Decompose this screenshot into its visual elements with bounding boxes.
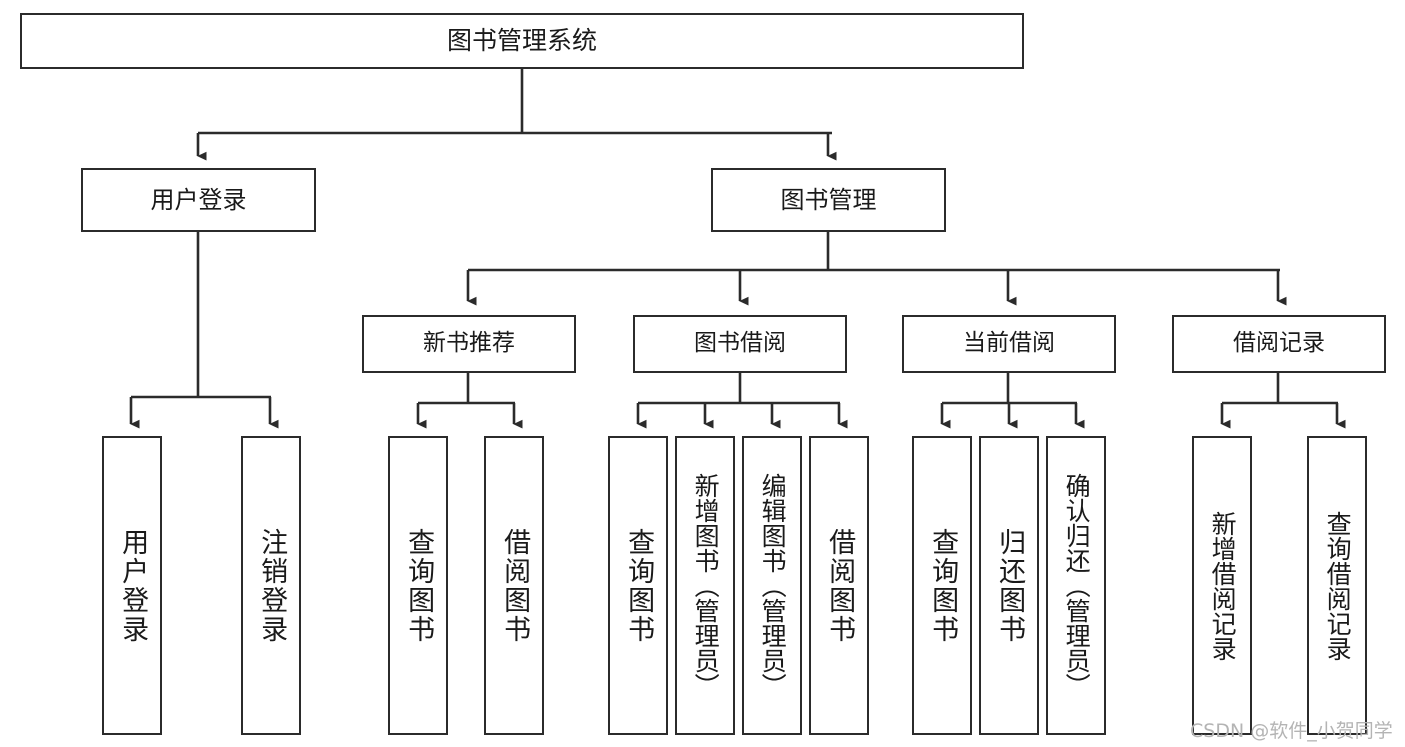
csdn-watermark: CSDN @软件_小贺同学 [1190, 720, 1393, 742]
node-label: 查询图书 [927, 527, 959, 644]
node-leaf-borrow-book[interactable]: 借阅图书 [809, 436, 869, 735]
edges-root-to-level2 [196, 69, 837, 161]
edges-newbook-to-leaves [416, 373, 523, 429]
node-leaf-add-borrow-record[interactable]: 新增借阅记录 [1192, 436, 1252, 735]
node-leaf-query-borrow-record[interactable]: 查询借阅记录 [1307, 436, 1367, 735]
node-label: 借阅图书 [499, 527, 531, 644]
node-borrow-record[interactable]: 借阅记录 [1172, 315, 1386, 373]
edges-borrowrecord-to-leaves [1220, 373, 1346, 429]
node-leaf-borrow-book-recommend[interactable]: 借阅图书 [484, 436, 544, 735]
edges-bookborrow-to-leaves [636, 373, 848, 429]
node-root-book-management-system[interactable]: 图书管理系统 [20, 13, 1024, 69]
node-book-management[interactable]: 图书管理 [711, 168, 946, 232]
node-leaf-query-book-recommend[interactable]: 查询图书 [388, 436, 448, 735]
node-leaf-query-book-current[interactable]: 查询图书 [912, 436, 972, 735]
node-leaf-add-book-admin[interactable]: 新增图书（管理员） [675, 436, 735, 735]
node-label: 用户登录 [117, 527, 149, 644]
node-label: 图书借阅 [694, 330, 786, 357]
node-label: 当前借阅 [963, 330, 1055, 357]
edges-bookmanage-to-level3 [466, 232, 1287, 306]
node-leaf-confirm-return-admin[interactable]: 确认归还（管理员） [1046, 436, 1106, 735]
node-label: 图书管理系统 [446, 26, 597, 56]
node-leaf-query-book-borrow[interactable]: 查询图书 [608, 436, 668, 735]
node-book-borrow[interactable]: 图书借阅 [633, 315, 847, 373]
node-leaf-user-login[interactable]: 用户登录 [102, 436, 162, 735]
node-label: 查询图书 [623, 527, 655, 644]
node-label: 新书推荐 [423, 330, 515, 357]
node-label: 新增借阅记录 [1208, 510, 1238, 661]
node-current-borrow[interactable]: 当前借阅 [902, 315, 1116, 373]
node-new-book-recommend[interactable]: 新书推荐 [362, 315, 576, 373]
node-label: 确认归还（管理员） [1062, 473, 1092, 698]
node-label: 图书管理 [780, 185, 877, 214]
edges-currentborrow-to-leaves [940, 373, 1085, 429]
node-leaf-return-book[interactable]: 归还图书 [979, 436, 1039, 735]
node-label: 借阅记录 [1233, 330, 1325, 357]
node-leaf-user-logout[interactable]: 注销登录 [241, 436, 301, 735]
node-label: 借阅图书 [824, 527, 856, 644]
node-label: 注销登录 [256, 527, 288, 644]
node-label: 编辑图书（管理员） [758, 473, 788, 698]
node-leaf-edit-book-admin[interactable]: 编辑图书（管理员） [742, 436, 802, 735]
node-label: 用户登录 [150, 185, 247, 214]
edges-userlogin-to-leaves [129, 232, 279, 429]
node-label: 查询图书 [403, 527, 435, 644]
node-label: 查询借阅记录 [1323, 510, 1353, 661]
node-label: 新增图书（管理员） [691, 473, 721, 698]
node-user-login[interactable]: 用户登录 [81, 168, 316, 232]
node-label: 归还图书 [994, 527, 1026, 644]
